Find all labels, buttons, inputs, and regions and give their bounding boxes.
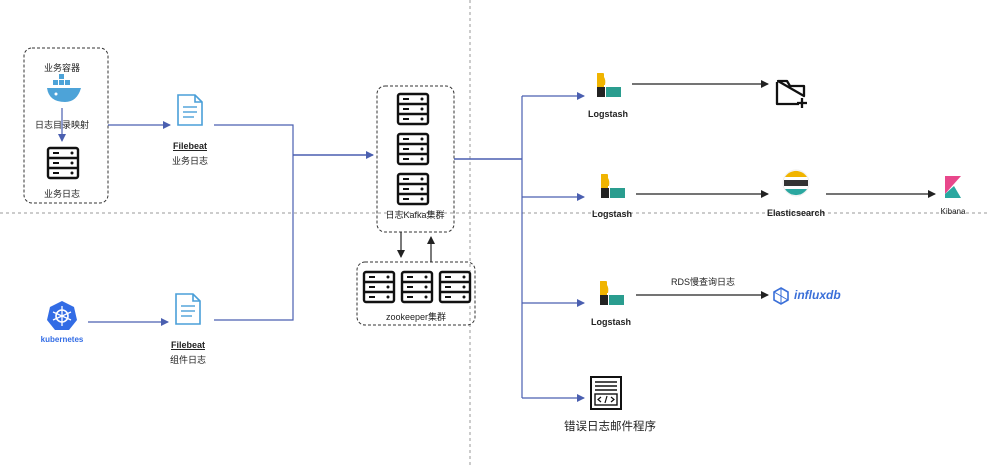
zookeeper-server-icon-1 xyxy=(362,270,396,304)
docker-whale-icon xyxy=(47,74,81,102)
logstash-label-3: Logstash xyxy=(590,317,632,327)
logstash-icon-1 xyxy=(597,73,621,97)
rds-slow-query-label: RDS慢查询日志 xyxy=(670,277,736,287)
kibana-label: Kibana xyxy=(940,207,966,216)
influxdb-icon xyxy=(773,287,789,305)
zookeeper-server-icon-3 xyxy=(438,270,472,304)
folder-add-icon xyxy=(775,79,807,108)
elasticsearch-label: Elasticsearch xyxy=(766,208,826,218)
filebeat-top-name: Filebeat xyxy=(172,141,208,151)
kafka-server-icon-1 xyxy=(396,92,430,126)
elasticsearch-icon xyxy=(782,169,810,197)
logstash-label-2: Logstash xyxy=(591,209,633,219)
logstash-label-1: Logstash xyxy=(587,109,629,119)
filebeat-top-document-icon xyxy=(177,94,203,126)
kubernetes-label: kubernetes xyxy=(40,335,84,344)
zookeeper-cluster-label: zookeeper集群 xyxy=(385,312,447,322)
log-mapping-label: 日志目录映射 xyxy=(34,120,90,130)
logstash-icon-2 xyxy=(601,174,625,198)
filebeat-top-caption: 业务日志 xyxy=(171,156,209,166)
kafka-cluster-box xyxy=(376,85,455,233)
logstash-icon-3 xyxy=(600,281,624,305)
container-box xyxy=(23,47,109,204)
business-log-server-icon xyxy=(46,146,80,180)
zookeeper-cluster-box xyxy=(356,261,476,326)
kibana-icon xyxy=(945,176,961,198)
business-log-label: 业务日志 xyxy=(43,189,81,199)
kafka-server-icon-2 xyxy=(396,132,430,166)
influxdb-label: influxdb xyxy=(794,288,841,302)
code-file-icon xyxy=(590,376,622,410)
filebeat-bottom-caption: 组件日志 xyxy=(169,355,207,365)
connectors xyxy=(58,80,936,402)
kubernetes-helm-icon xyxy=(47,301,77,330)
container-title: 业务容器 xyxy=(43,63,81,73)
zookeeper-server-icon-2 xyxy=(400,270,434,304)
filebeat-bottom-document-icon xyxy=(175,293,201,325)
kafka-server-icon-3 xyxy=(396,172,430,206)
error-mailer-label: 错误日志邮件程序 xyxy=(564,421,656,433)
filebeat-bottom-name: Filebeat xyxy=(170,340,206,350)
kafka-cluster-label: 日志Kafka集群 xyxy=(385,210,445,220)
